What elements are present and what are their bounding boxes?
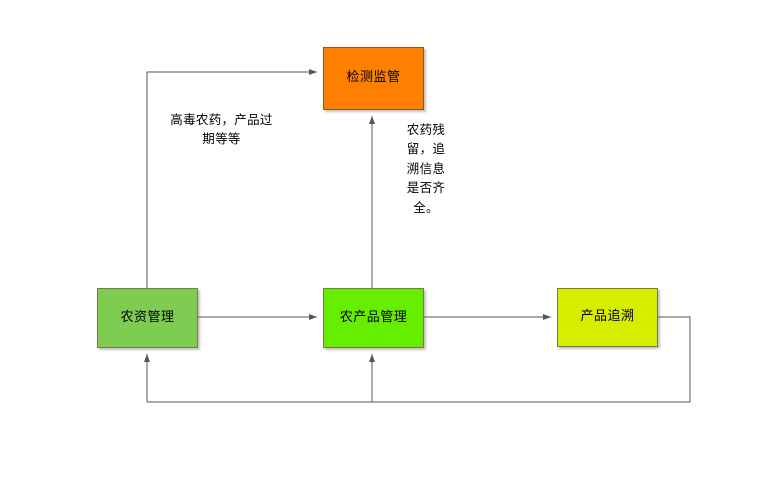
node-agri-product-label: 农产品管理: [339, 309, 408, 325]
node-inspection[interactable]: 检测监管: [323, 47, 424, 110]
edge-agri-input-to-inspection: [146, 69, 317, 288]
node-traceability-label: 产品追溯: [580, 309, 635, 325]
node-inspection-label: 检测监管: [346, 70, 401, 86]
node-agri-input-label: 农资管理: [120, 309, 175, 325]
edge-label-pesticide: 高毒农药，产品过 期等等: [170, 112, 273, 147]
node-agri-input[interactable]: 农资管理: [97, 288, 198, 348]
node-traceability[interactable]: 产品追溯: [557, 288, 658, 347]
edge-label-residue: 农药残 留，追 溯信息 是否齐 全。: [406, 122, 446, 215]
node-agri-product[interactable]: 农产品管理: [323, 288, 424, 348]
